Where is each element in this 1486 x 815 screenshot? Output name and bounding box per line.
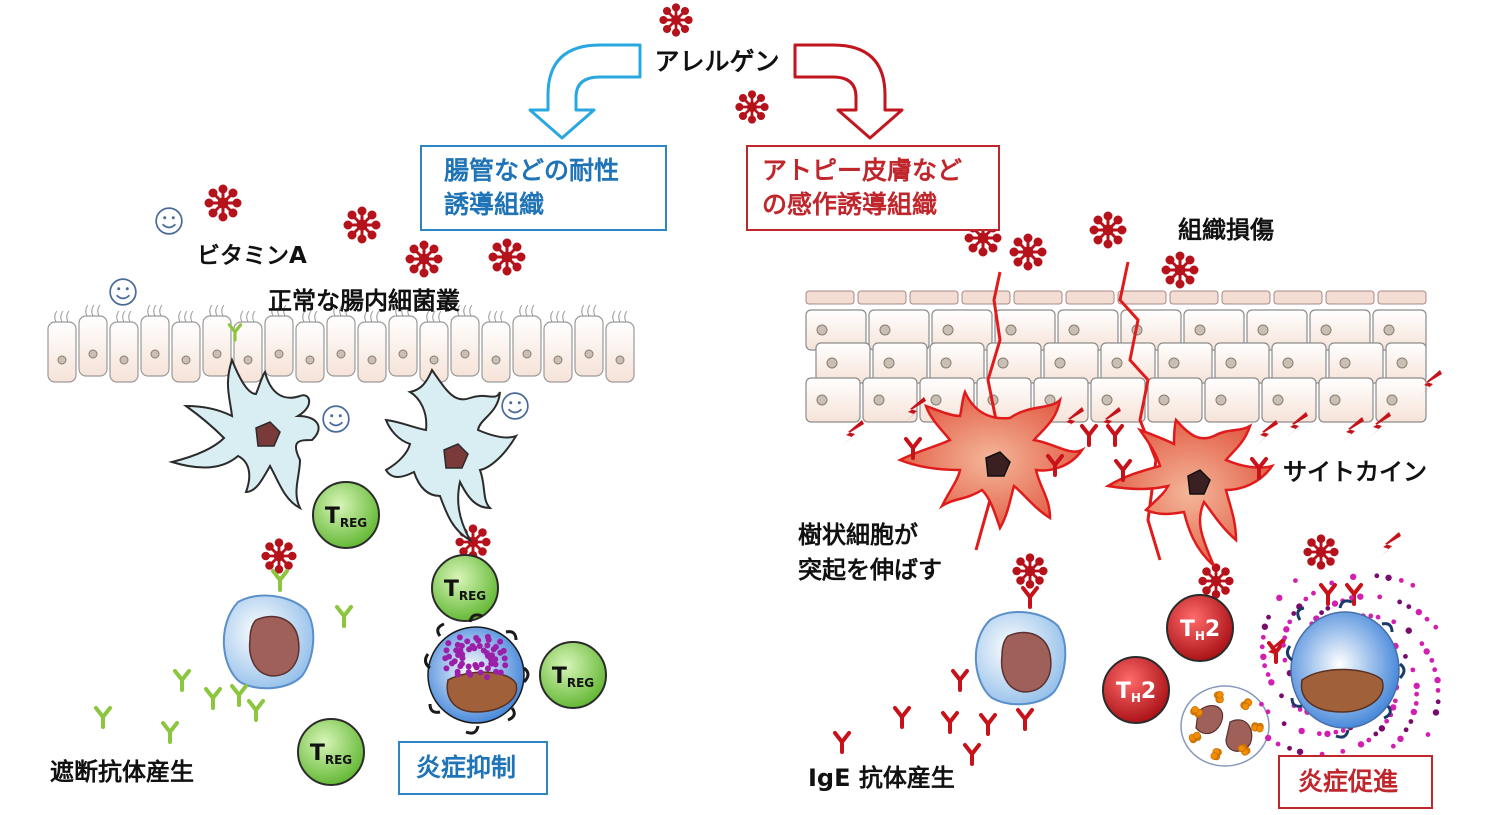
ige-antibody-icon [1021,586,1039,609]
sensitization-box-line2: の感作誘導組織 [762,190,938,219]
b-cell [975,611,1067,706]
dendritic-label-line1: 樹状細胞が [798,521,918,549]
antibody-icon [161,721,179,744]
tolerance-box-line2: 誘導組織 [444,190,545,219]
allergen-icon [1011,552,1049,590]
treg-cell: TREG [431,554,499,622]
th2-cell: TH2 [1166,594,1234,662]
dendritic-cell-activated [1104,417,1275,567]
antibody-icon [230,684,248,707]
tissue-damage-label: 組織損傷 [1178,216,1274,244]
microbe-smiley-icon [109,278,137,306]
blocking-antibody-label: 遮断抗体産生 [50,758,194,786]
sensitization-box-line1: アトピー皮膚など [762,156,963,185]
ige-antibody-icon [963,743,981,766]
allergen-icon [203,183,243,223]
ige-antibody-icon [1319,583,1337,606]
svg-text:TREG: TREG [310,741,352,767]
microbe-smiley-icon [501,392,529,420]
gut-epithelium [47,304,635,383]
ige-antibody-icon [979,713,997,736]
antibody-icon [204,687,222,710]
b-cell [223,594,315,690]
allergen-icon [1197,562,1235,600]
eosinophil [1180,685,1270,767]
cytokine-bolt-icon [1256,420,1278,446]
skin-tissue [805,290,1427,423]
treg-cell: TREG [312,481,380,549]
vitamin-a-label: ビタミンA [197,243,307,269]
ige-antibody-icon [1106,424,1124,447]
ige-antibody-icon [833,731,851,754]
suppression-label: 炎症抑制 [416,753,517,782]
promotion-label: 炎症促進 [1298,767,1399,796]
cytokine-bolt-icon [842,420,864,446]
svg-text:TH2: TH2 [1180,617,1220,643]
antibody-icon [335,605,353,628]
suppression-box: 炎症抑制 [398,741,548,795]
mast-cell-degranulating [1259,573,1441,764]
ige-antibody-icon [951,669,969,692]
ige-antibody-icon [941,711,959,734]
antibody-icon [173,669,191,692]
promotion-box: 炎症促進 [1278,755,1433,809]
treg-cell: TREG [297,718,365,786]
svg-text:TREG: TREG [444,577,486,603]
sensitization-tissue-box: アトピー皮膚など の感作誘導組織 [746,145,1000,231]
allergen-icon [487,237,527,277]
allergen-icon [1088,210,1128,250]
allergen-icon [734,89,770,125]
vitamin-a-smiley-icon [155,207,183,235]
svg-text:TREG: TREG [325,504,367,530]
allergen-icon [404,239,444,279]
dendritic-label-line2: 突起を伸ばす [798,556,942,584]
antibody-icon [271,569,289,592]
allergen-icon [260,537,298,575]
antibody-icon [247,699,265,722]
cytokine-label: サイトカイン [1283,458,1427,486]
blue-arrow-icon [528,43,642,140]
mast-cell [423,613,530,735]
svg-text:TREG: TREG [552,664,594,690]
ige-antibody-icon [1080,424,1098,447]
microbiota-label: 正常な腸内細菌叢 [268,287,460,315]
microbe-smiley-icon [322,405,350,433]
dendritic-cell [168,357,320,511]
red-arrow-icon [793,43,904,140]
tissue-crack [1118,261,1162,561]
allergen-icon [1160,250,1200,290]
ige-antibody-icon [1016,708,1034,731]
cytokine-bolt-icon [1379,532,1401,558]
tolerance-box-line1: 腸管などの耐性 [444,156,620,185]
ige-antibody-icon [893,706,911,729]
allergen-icon [1008,232,1048,272]
dendritic-cell [384,367,519,543]
allergen-icon [342,205,382,245]
allergen-icon [1302,533,1340,571]
dendritic-cell-activated [896,388,1086,532]
th2-cell: TH2 [1102,656,1170,724]
antibody-icon [94,706,112,729]
svg-text:TH2: TH2 [1116,679,1156,705]
allergen-label: アレルゲン [654,47,779,76]
tolerance-tissue-box: 腸管などの耐性 誘導組織 [420,145,667,231]
allergen-icon [658,2,694,38]
ige-antibody-label: IgE 抗体産生 [808,764,955,792]
treg-cell: TREG [539,641,607,709]
